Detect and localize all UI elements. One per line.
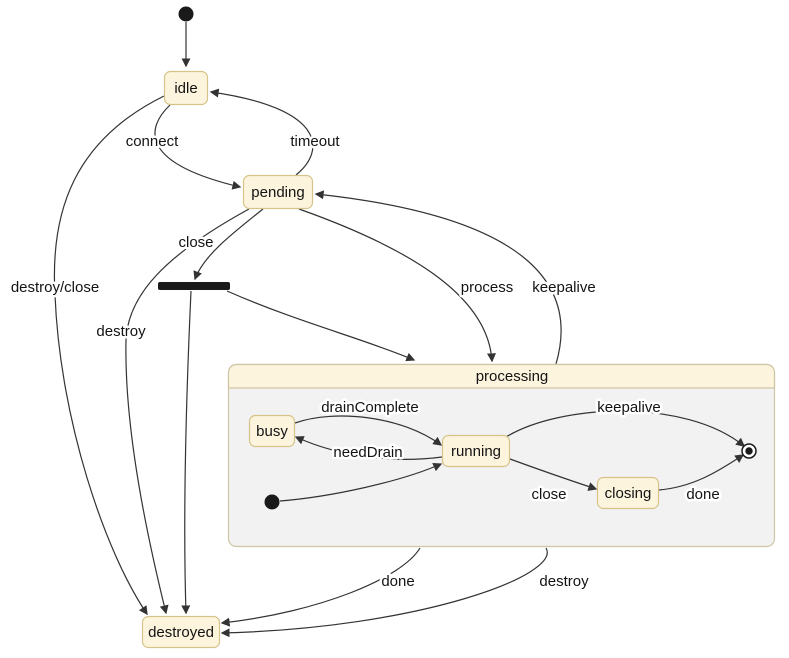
edge-closing-final [658, 454, 745, 491]
edge-label-timeout: timeout [290, 133, 340, 150]
edge-label-done-inner: done [686, 486, 719, 503]
edge-processing-destroyed-done [220, 547, 421, 627]
state-running: running [441, 434, 511, 468]
edge-running-final [505, 410, 746, 447]
edge-label-done-outer: done [381, 573, 414, 590]
edge-busy-running [294, 415, 443, 446]
initial-state-dot [178, 6, 194, 22]
edge-label-destroy-outer: destroy [539, 573, 589, 590]
fork-join-bar [158, 282, 230, 290]
edge-processing-destroyed-destroy [220, 547, 548, 638]
edge-running-closing [509, 458, 598, 491]
edge-idle-pending [154, 104, 242, 190]
edge-pending-fork [193, 208, 264, 281]
state-idle: idle [163, 70, 209, 106]
edge-processing-pending [314, 190, 562, 365]
edge-label-keepalive-inner: keepalive [597, 399, 660, 416]
edge-pending-processing [298, 208, 496, 363]
processing-title: processing [476, 368, 549, 385]
state-destroyed-label: destroyed [148, 624, 214, 641]
edge-label-connect: connect [126, 133, 179, 150]
edge-fork-processing [226, 290, 416, 362]
edge-label-close: close [178, 234, 213, 251]
edge-pending-destroyed [125, 208, 250, 615]
edge-inner-start-running [279, 462, 443, 502]
edge-idle-destroyed [53, 95, 165, 616]
state-running-label: running [451, 443, 501, 460]
state-pending: pending [242, 174, 314, 210]
edge-label-needdrain: needDrain [333, 444, 402, 461]
state-closing: closing [596, 476, 660, 510]
state-busy: busy [248, 414, 296, 448]
edge-label-draincomplete: drainComplete [321, 399, 419, 416]
state-idle-label: idle [174, 80, 197, 97]
edge-label-close-inner: close [531, 486, 566, 503]
edge-label-destroy: destroy [96, 323, 146, 340]
state-pending-label: pending [251, 184, 304, 201]
edge-label-keepalive-outer: keepalive [532, 279, 595, 296]
edge-fork-destroyed [181, 290, 192, 615]
state-busy-label: busy [256, 423, 288, 440]
edge-label-destroy-close: destroy/close [11, 279, 99, 296]
edge-running-busy [294, 436, 443, 460]
inner-initial-state-dot [264, 494, 280, 510]
edge-pending-idle [209, 88, 314, 176]
state-destroyed: destroyed [141, 615, 221, 649]
edge-label-process: process [461, 279, 514, 296]
processing-title-bar [227, 363, 776, 389]
final-state-icon [741, 443, 757, 459]
state-closing-label: closing [605, 485, 652, 502]
